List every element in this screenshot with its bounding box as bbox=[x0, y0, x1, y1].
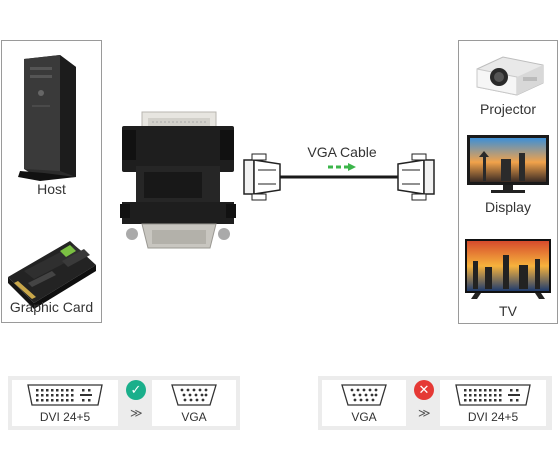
port-label-to: DVI 24+5 bbox=[467, 410, 519, 424]
port-box-vga: VGA bbox=[322, 380, 406, 426]
direction-arrows-icon: ≫ bbox=[130, 406, 142, 420]
port-label-from: VGA bbox=[351, 410, 377, 424]
direction-arrows-icon: ≫ bbox=[418, 406, 430, 420]
device-label-display: Display bbox=[485, 199, 531, 215]
monitor-icon bbox=[467, 135, 549, 193]
dvi-to-vga-adapter-icon bbox=[120, 111, 236, 249]
cross-icon: ✕ bbox=[414, 380, 434, 400]
device-label-host: Host bbox=[37, 181, 66, 197]
desktop-tower-icon bbox=[18, 55, 76, 181]
port-box-dvi: DVI 24+5 bbox=[440, 380, 546, 426]
cable-label: VGA Cable bbox=[307, 144, 377, 160]
device-label-tv: TV bbox=[499, 303, 517, 319]
projector-icon bbox=[476, 56, 544, 96]
tv-icon bbox=[465, 239, 551, 299]
dvi-port-icon bbox=[455, 384, 531, 406]
compatibility-supported-strip: DVI 24+5 ✓ ≫ VGA bbox=[8, 376, 240, 430]
device-label-projector: Projector bbox=[479, 101, 537, 117]
compatibility-unsupported-strip: VGA ✕ ≫ DVI 24+5 bbox=[318, 376, 552, 430]
target-devices-panel: Projector Display bbox=[458, 40, 558, 324]
port-label-from: DVI 24+5 bbox=[39, 410, 91, 424]
vga-cable-icon bbox=[243, 153, 435, 201]
dvi-port-icon bbox=[27, 384, 103, 406]
port-label-to: VGA bbox=[181, 410, 207, 424]
port-box-vga: VGA bbox=[152, 380, 236, 426]
vga-port-icon bbox=[171, 384, 217, 406]
checkmark-icon: ✓ bbox=[126, 380, 146, 400]
graphics-card-icon bbox=[8, 241, 96, 309]
source-devices-panel: Host Graphic Card bbox=[1, 40, 102, 323]
port-box-dvi: DVI 24+5 bbox=[12, 380, 118, 426]
device-label-graphic-card: Graphic Card bbox=[9, 299, 94, 315]
vga-port-icon bbox=[341, 384, 387, 406]
